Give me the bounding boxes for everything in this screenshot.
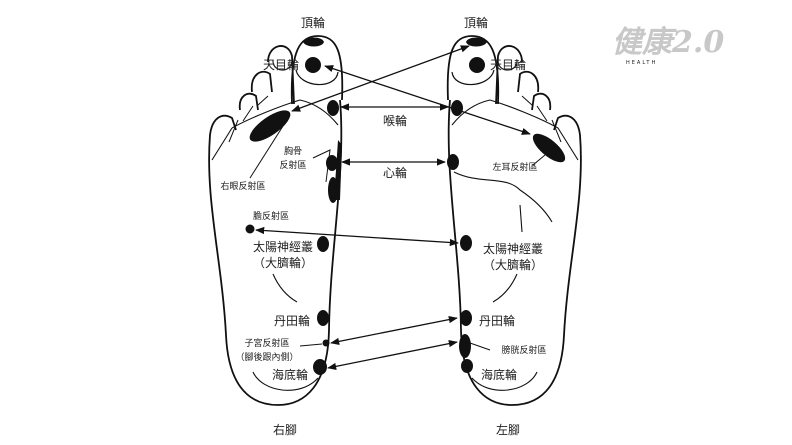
label-sternum-1: 胸骨 — [284, 145, 302, 157]
connection-arrows — [255, 45, 531, 370]
label-third-eye-left: 天目輪 — [490, 57, 526, 72]
logo-text: 健康2.0 — [612, 25, 724, 60]
label-solar-plexus-left: 太陽神經叢 — [483, 241, 543, 256]
arrow-uterus-dantian — [330, 316, 458, 345]
label-left-foot: 左腳 — [496, 422, 520, 437]
label-left-ear: 左耳反射區 — [492, 161, 537, 173]
label-crown-right: 頂輪 — [301, 15, 325, 30]
label-uterus-1: 子宮反射區 — [244, 337, 289, 349]
label-solar-plexus-sub-right: （大臍輪） — [253, 255, 313, 270]
health-2-0-logo: 健康2.0 HEALTH — [612, 25, 724, 66]
labels: 頂輪 頂輪 天目輪 天目輪 喉輪 心輪 胸骨 反射區 右眼反射區 左耳反射區 膽… — [220, 15, 546, 437]
label-heart: 心輪 — [383, 165, 407, 180]
logo-subtext: HEALTH — [626, 60, 657, 66]
arrow-root-bladder — [327, 340, 458, 370]
leader-lines — [249, 114, 546, 351]
label-sternum-2: 反射區 — [279, 159, 306, 171]
label-gallbladder: 膽反射區 — [253, 210, 289, 222]
label-throat: 喉輪 — [383, 113, 407, 128]
label-dantian-right: 丹田輪 — [274, 313, 310, 328]
label-third-eye-right: 天目輪 — [263, 57, 299, 72]
arrow-gallbladder-solar — [255, 226, 459, 247]
arrow-third-eye-to-left-ear — [324, 65, 531, 135]
label-uterus-2: （腳後跟內側） — [235, 351, 298, 363]
label-solar-plexus-sub-left: （大臍輪） — [483, 257, 543, 272]
label-root-left: 海底輪 — [481, 367, 517, 382]
label-right-eye: 右眼反射區 — [220, 180, 265, 192]
label-dantian-left: 丹田輪 — [479, 313, 515, 328]
label-solar-plexus-right: 太陽神經叢 — [253, 239, 313, 254]
label-bladder: 膀胱反射區 — [501, 344, 546, 356]
left-foot-arch-line — [453, 171, 553, 233]
label-right-foot: 右腳 — [273, 422, 297, 437]
arrow-right-eye-to-crown — [291, 45, 470, 112]
label-root-right: 海底輪 — [272, 367, 308, 382]
label-crown-left: 頂輪 — [464, 15, 488, 30]
